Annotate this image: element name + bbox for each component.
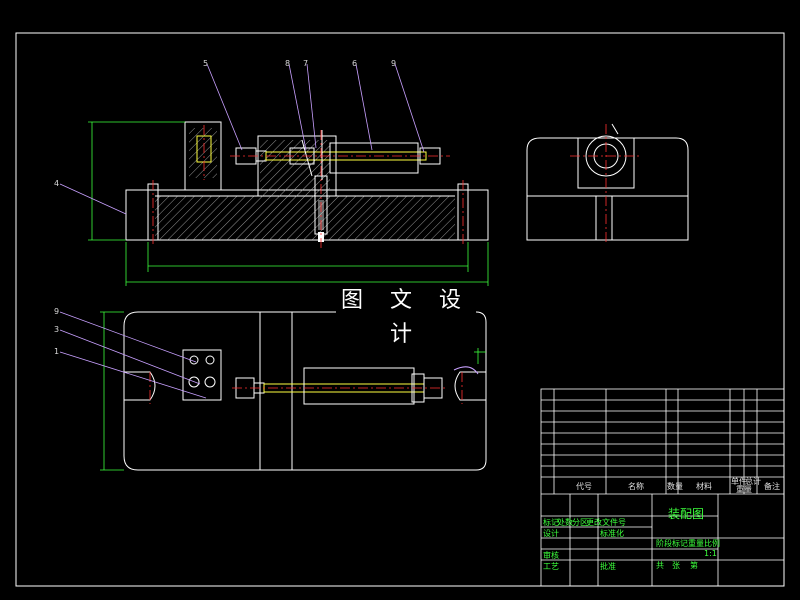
header-weight: 重量 — [736, 484, 752, 494]
header-code: 代号 — [576, 481, 592, 491]
side-center-lines — [570, 124, 642, 244]
sheet-unit: 张 — [672, 561, 680, 570]
sig-mark: 标记 — [543, 517, 559, 527]
balloon-7: 7 — [303, 59, 308, 68]
balloon-9-left: 9 — [54, 307, 59, 316]
watermark-text: 图 文 设 计 — [336, 284, 476, 347]
sig-design: 设计 — [543, 528, 559, 538]
side-view — [526, 123, 689, 241]
top-view — [123, 311, 487, 471]
header-material: 材料 — [696, 481, 712, 491]
header-total-weight: 总计 — [745, 476, 761, 486]
sig-count: 处数 — [557, 517, 573, 527]
ratio-value: 1:1 — [704, 549, 717, 558]
header-name: 名称 — [628, 481, 644, 491]
front-left-jaw — [184, 121, 222, 191]
balloon-6: 6 — [352, 59, 357, 68]
header-remark: 备注 — [764, 481, 780, 491]
sig-review: 审核 — [543, 550, 559, 560]
front-center-lines — [152, 125, 464, 248]
outer-frame — [15, 32, 785, 587]
top-dimensions — [100, 311, 486, 471]
top-view-clamp-block — [182, 349, 222, 401]
header-qty: 数量 — [667, 481, 683, 491]
title-block — [540, 388, 785, 587]
balloon-8: 8 — [285, 59, 290, 68]
balloon-labels: 5 8 7 6 9 4 9 3 1 — [54, 59, 396, 356]
top-center-lines — [149, 372, 463, 404]
balloon-5: 5 — [203, 59, 208, 68]
front-view — [125, 121, 489, 242]
front-dimensions — [88, 121, 489, 286]
sheet-number: 第 — [690, 560, 698, 570]
stage-label: 阶段标记 — [656, 538, 688, 548]
leader-lines — [59, 63, 425, 399]
balloon-9-top: 9 — [391, 59, 396, 68]
balloon-1: 1 — [54, 347, 59, 356]
sig-zone: 分区 — [572, 518, 588, 527]
top-view-base — [123, 311, 487, 471]
drawing-title: 装配图 — [668, 507, 704, 521]
sig-process: 工艺 — [543, 562, 559, 571]
sheets-total: 共 — [656, 561, 664, 570]
top-view-cylinder — [303, 367, 415, 405]
header-unit-weight: 单件 — [731, 476, 747, 486]
front-cylinder — [329, 142, 419, 174]
weight-label: 重量 — [688, 538, 704, 548]
top-view-nut-right — [423, 377, 443, 399]
sig-standardize: 标准化 — [600, 528, 624, 538]
balloon-3: 3 — [54, 325, 59, 334]
sig-approve: 批准 — [600, 561, 616, 571]
sig-doc-no: 更改文件号 — [586, 517, 626, 527]
side-view-body — [526, 137, 689, 241]
ratio-label: 比例 — [704, 538, 720, 548]
front-base-hatch — [155, 196, 455, 240]
title-block-text: 代号 名称 数量 材料 单件 总计 重量 备注 标记 处数 分区 更改文件号 设… — [543, 476, 780, 571]
balloon-4: 4 — [54, 179, 59, 188]
